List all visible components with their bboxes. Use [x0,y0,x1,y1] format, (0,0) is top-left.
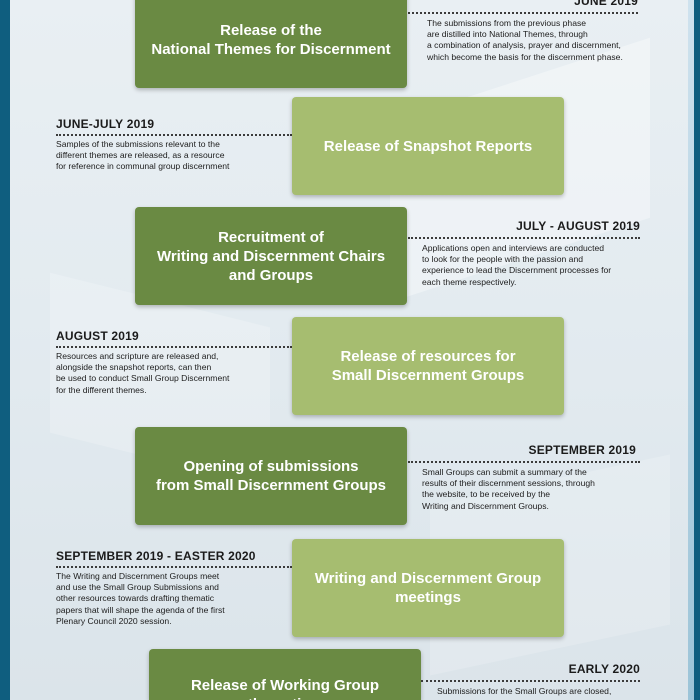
right-edge-accent [688,0,694,700]
timeline-step-title: Release of Snapshot Reports [292,97,564,195]
dotted-connector [408,237,640,239]
timeline-step-date: AUGUST 2019 [56,329,139,343]
timeline-step-title: Writing and Discernment Group meetings [292,539,564,637]
timeline-step-description: Applications open and interviews are con… [422,243,612,287]
timeline-step-description: Submissions for the Small Groups are clo… [437,686,612,696]
timeline-step-date: SEPTEMBER 2019 [528,443,636,457]
timeline-step-date: JUNE 2019 [574,0,638,8]
timeline-step-title: Opening of submissions from Small Discer… [135,427,407,525]
timeline-step-date: JUNE-JULY 2019 [56,117,155,131]
timeline-step-description: Resources and scripture are released and… [56,351,230,395]
timeline-step-description: Samples of the submissions relevant to t… [56,139,230,172]
dotted-connector [56,346,292,348]
timeline-step-title: Release of resources for Small Discernme… [292,317,564,415]
timeline-step-title: Recruitment of Writing and Discernment C… [135,207,407,305]
timeline-step-description: The Writing and Discernment Groups meet … [56,571,225,626]
timeline-step-date: EARLY 2020 [568,662,640,676]
timeline-step-date: JULY - AUGUST 2019 [516,219,640,233]
timeline-step-description: The submissions from the previous phase … [427,18,623,62]
timeline-step-description: Small Groups can submit a summary of the… [422,467,595,511]
dotted-connector [408,12,638,14]
dotted-connector [56,566,292,568]
dotted-connector [56,134,292,136]
dotted-connector [421,680,640,682]
dotted-connector [408,461,640,463]
timeline-step-title: Release of the National Themes for Disce… [135,0,407,88]
timeline-step-title: Release of Working Group thematic... [149,649,421,700]
timeline-step-date: SEPTEMBER 2019 - EASTER 2020 [56,549,256,563]
